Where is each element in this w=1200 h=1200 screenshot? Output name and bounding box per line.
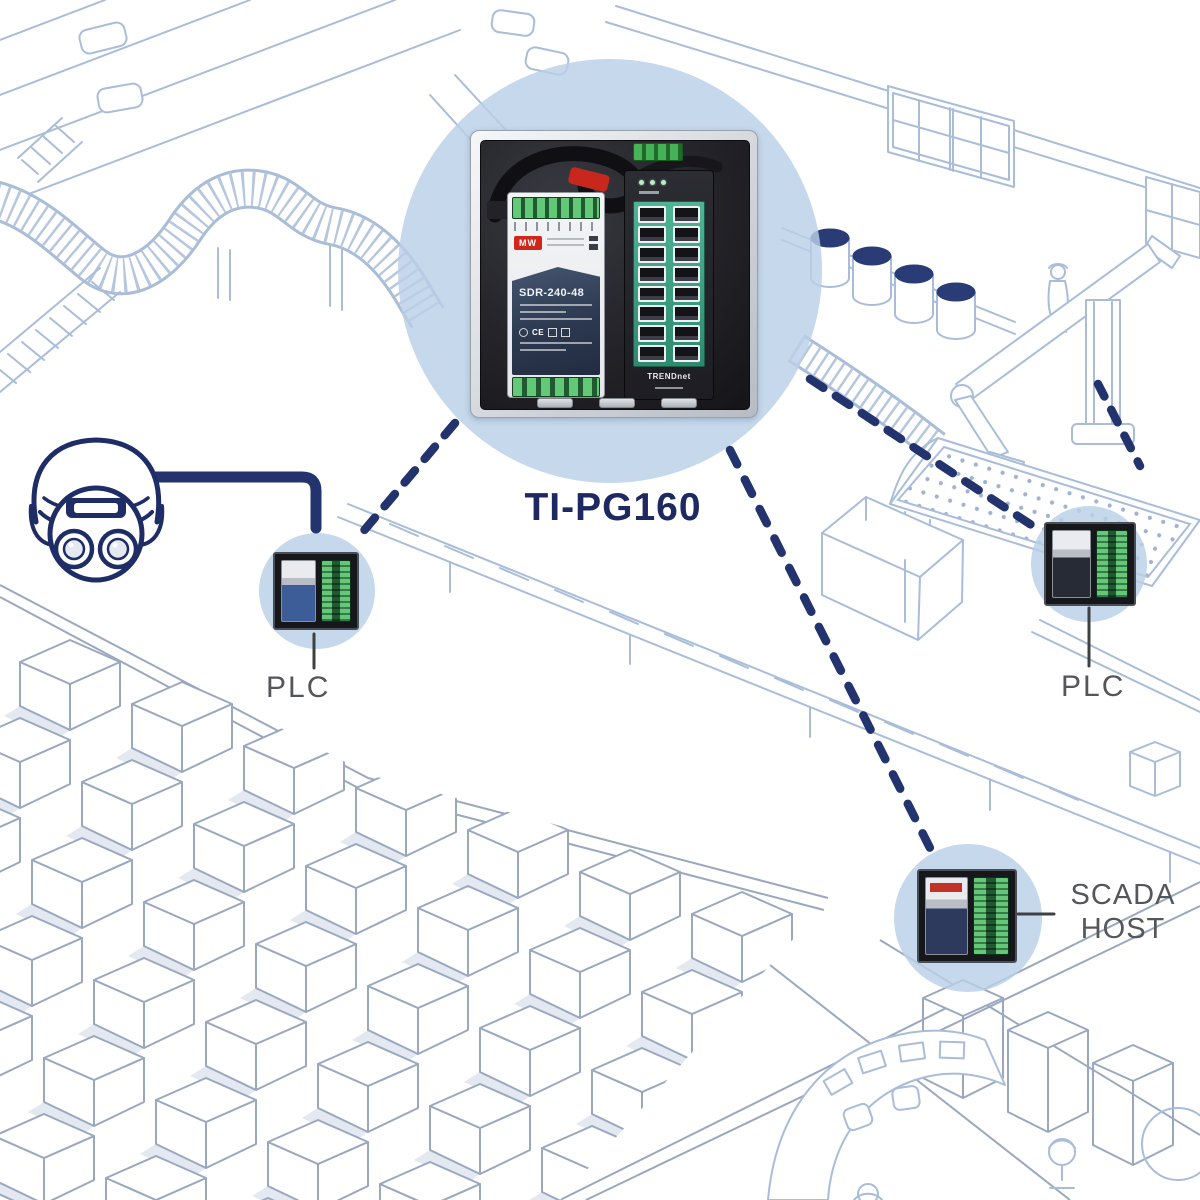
roller-conveyor-right (787, 334, 946, 459)
rj45-port (638, 265, 666, 283)
scada-module (925, 877, 969, 955)
mount-tab (599, 398, 635, 408)
hub-device-photo: MW SDR-240-48 CE (470, 130, 758, 418)
switch-port-label (639, 191, 659, 194)
roller-conveyor (0, 168, 445, 329)
psu-fine-print (547, 238, 584, 248)
hub-model-label: TI-PG160 (524, 486, 702, 529)
rj45-port (638, 325, 666, 343)
plc-right-device (1044, 522, 1136, 606)
meanwell-logo: MW (514, 236, 542, 250)
scada-label-line1: SCADA (1070, 879, 1176, 911)
robot-arm (950, 235, 1181, 481)
connection-hub-to-plc-left (351, 418, 460, 545)
plc-module (281, 560, 316, 622)
rj45-port (638, 206, 666, 223)
connection-stub-right (1093, 379, 1145, 471)
rj45-port (672, 345, 700, 362)
ladder-ramp (0, 117, 121, 393)
rj45-port (672, 225, 700, 243)
rj45-port (672, 325, 700, 343)
rj45-port (638, 305, 666, 323)
midright-structures (1031, 619, 1200, 797)
connection-hub-to-scada (725, 445, 939, 861)
poe-switch: TRENDnet (624, 170, 714, 400)
plc-terminal-block (321, 560, 351, 622)
psu-cert-marks: CE (519, 328, 593, 337)
truss-wall (337, 503, 1200, 883)
connection-hub-to-plc-right (805, 374, 1041, 533)
ce-mark: CE (532, 328, 545, 337)
rj45-port (672, 305, 700, 323)
rj45-port (672, 265, 700, 283)
psu-top-terminal (512, 197, 600, 219)
storage-bin (821, 496, 964, 641)
switch-led-indicators (639, 180, 666, 185)
rj45-port (638, 245, 666, 263)
scada-host-device (917, 869, 1017, 963)
mount-tab (537, 398, 573, 408)
rj45-port (672, 285, 700, 303)
camera-cable-line (144, 471, 322, 534)
rj45-port (638, 285, 666, 303)
scada-host-label: SCADA HOST (1046, 878, 1200, 946)
power-supply-unit: MW SDR-240-48 CE (507, 192, 605, 398)
switch-power-connector (633, 143, 683, 161)
plc-terminal-block (1095, 530, 1128, 598)
switch-model-line (655, 387, 683, 389)
rj45-port (672, 206, 700, 223)
barrels (781, 227, 1016, 340)
plc-left-label: PLC (266, 671, 331, 704)
enclosure-interior: MW SDR-240-48 CE (480, 140, 750, 410)
switch-port-grid (633, 201, 705, 367)
trendnet-logo: TRENDnet (647, 372, 691, 381)
rj45-port (638, 225, 666, 243)
scada-label-line2: HOST (1080, 913, 1166, 945)
plc-left-device (273, 552, 359, 630)
psu-label-panel: SDR-240-48 CE (512, 267, 600, 375)
factory-wall-windows (605, 5, 1200, 259)
rj45-port (638, 345, 666, 362)
plc-right-label: PLC (1061, 670, 1126, 703)
psu-model-text: SDR-240-48 (519, 287, 585, 299)
psu-indicator-icons (589, 236, 598, 250)
server-racks (922, 979, 1174, 1166)
control-room-desk (767, 1029, 1200, 1200)
rj45-port (672, 245, 700, 263)
security-camera-icon (28, 437, 165, 583)
plc-module (1052, 530, 1091, 598)
scada-terminal-block (973, 877, 1009, 955)
psu-bottom-terminal (512, 377, 600, 397)
mount-tab (661, 398, 697, 408)
psu-terminal-labels (514, 222, 598, 231)
